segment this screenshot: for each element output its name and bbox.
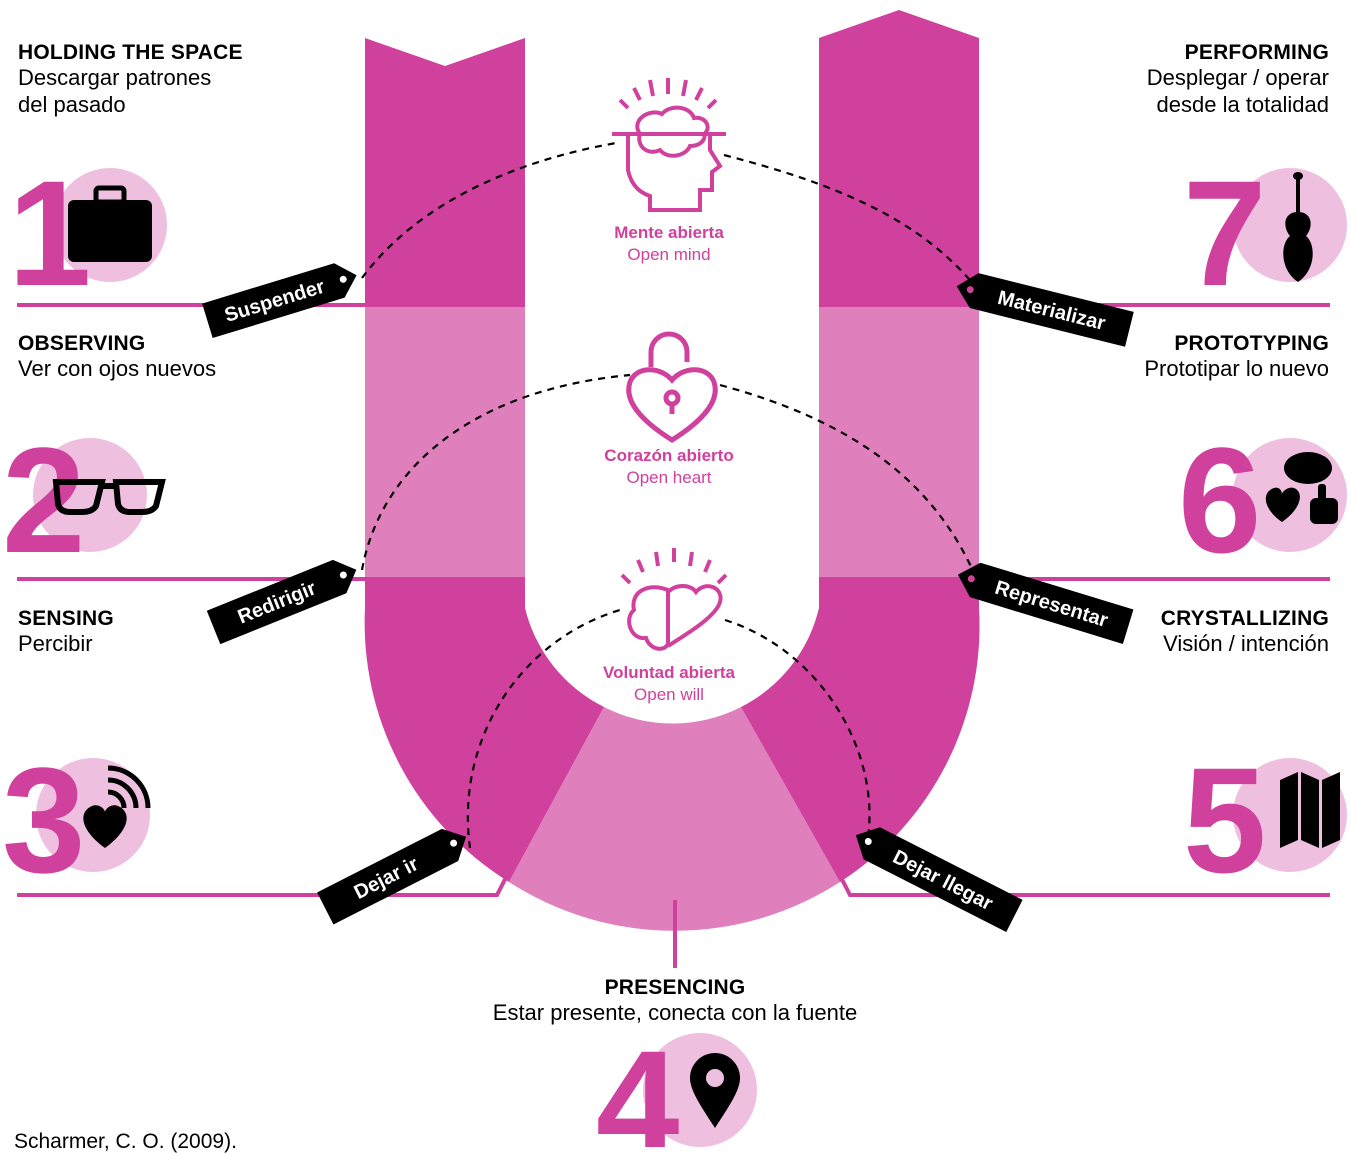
open-will-en: Open will (634, 685, 704, 704)
u-bottom-band (509, 707, 840, 931)
stage-2-circle (33, 438, 147, 552)
stage-4-label: PRESENCING Estar presente, conecta con l… (375, 975, 975, 1027)
tag-dejar-llegar: Dejar llegar (855, 827, 1023, 932)
stage-1-subtitle-line-1: Descargar patrones (18, 65, 212, 91)
stage-6-number: 6 (1178, 416, 1261, 584)
arc-left-will (466, 608, 621, 849)
u-right-bottom-band (741, 578, 980, 882)
stage-3-subtitle: Percibir (18, 631, 93, 657)
stage-4-marker: 4 (596, 1019, 757, 1147)
stage-1-label: HOLDING THE SPACE Descargar patrones del… (18, 40, 243, 118)
briefcase-icon (68, 185, 152, 262)
stage-1-subtitle-line-2: del pasado (18, 91, 126, 117)
stage-5-number: 5 (1183, 736, 1266, 904)
stage-1-title: HOLDING THE SPACE (18, 41, 243, 64)
stage-2-number: 2 (2, 416, 85, 584)
u-right-middle-band (819, 305, 979, 578)
arc-left-mind (361, 141, 617, 279)
stage-5-label: CRYSTALLIZING Visión / intención (1161, 606, 1329, 658)
brain-heart-icon (620, 548, 728, 651)
head-brain-icon (612, 78, 726, 212)
citation: Scharmer, C. O. (2009). (14, 1130, 237, 1153)
open-mind-es: Mente abierta (614, 223, 724, 242)
arc-right-will (724, 618, 871, 839)
stage-7-marker: 7 (1183, 149, 1347, 317)
stage-2-label: OBSERVING Ver con ojos nuevos (18, 331, 216, 383)
tag-redirigir: Redirigir (206, 559, 357, 645)
stage-7-label: PERFORMING Desplegar / operar desde la t… (1147, 40, 1329, 118)
stage-3-label: SENSING Percibir (18, 606, 114, 658)
stage-2-marker: 2 (2, 416, 166, 584)
stage-lines (17, 303, 1330, 968)
opening-labels: Mente abierta Open mind Corazón abierto … (603, 223, 735, 704)
tag-dejar-ir: Dejar ir (317, 828, 467, 925)
map-icon (1280, 772, 1340, 848)
stage-5-title: CRYSTALLIZING (1160, 607, 1329, 630)
stage-3-marker: 3 (2, 736, 151, 904)
u-right-top-band (819, 10, 979, 305)
dashed-connections (360, 141, 979, 849)
heart-padlock-icon (626, 331, 718, 443)
glasses-icon (52, 479, 166, 515)
stage-6-title: PROTOTYPING (1174, 332, 1329, 355)
location-pin-icon (690, 1053, 740, 1128)
stage-6-subtitle: Prototipar lo nuevo (1144, 356, 1329, 382)
stage-5-marker: 5 (1183, 736, 1347, 904)
open-heart-en: Open heart (626, 468, 711, 487)
stage-7-title: PERFORMING (1184, 41, 1329, 64)
stage-1-marker: 1 (8, 149, 167, 317)
stage-7-subtitle-line-2: desde la totalidad (1156, 91, 1329, 117)
stage-2-title: OBSERVING (18, 332, 146, 355)
tag-suspender: Suspender (202, 263, 357, 339)
stage-7-number: 7 (1183, 149, 1266, 317)
brain-heart-hand-icon (1265, 452, 1338, 524)
stage-4-number: 4 (596, 1019, 679, 1147)
line-stage-5 (753, 709, 1330, 897)
stage-7-subtitle-line-1: Desplegar / operar (1146, 65, 1329, 91)
stage-3-title: SENSING (18, 607, 114, 630)
u-left-middle-band (365, 305, 525, 578)
arc-right-mind (723, 153, 976, 287)
line-stage-3 (17, 709, 594, 897)
stage-5-subtitle: Visión / intención (1163, 631, 1329, 657)
arc-left-heart (360, 373, 631, 571)
u-left-top-band (365, 38, 525, 305)
violin-icon (1283, 172, 1313, 282)
tag-representar: Representar (957, 562, 1134, 644)
stage-4-title: PRESENCING (604, 976, 746, 999)
tag-materializar: Materializar (956, 273, 1134, 347)
stage-2-subtitle: Ver con ojos nuevos (18, 356, 217, 382)
u-shape (364, 10, 980, 931)
open-heart-es: Corazón abierto (604, 446, 733, 465)
stage-6-marker: 6 (1178, 416, 1347, 584)
stage-4-subtitle: Estar presente, conecta con la fuente (492, 1000, 858, 1026)
heart-signal-icon (83, 765, 151, 848)
stage-6-label: PROTOTYPING Prototipar lo nuevo (1144, 331, 1329, 383)
open-mind-en: Open mind (627, 245, 710, 264)
stage-3-number: 3 (2, 736, 85, 904)
open-will-es: Voluntad abierta (603, 663, 735, 682)
